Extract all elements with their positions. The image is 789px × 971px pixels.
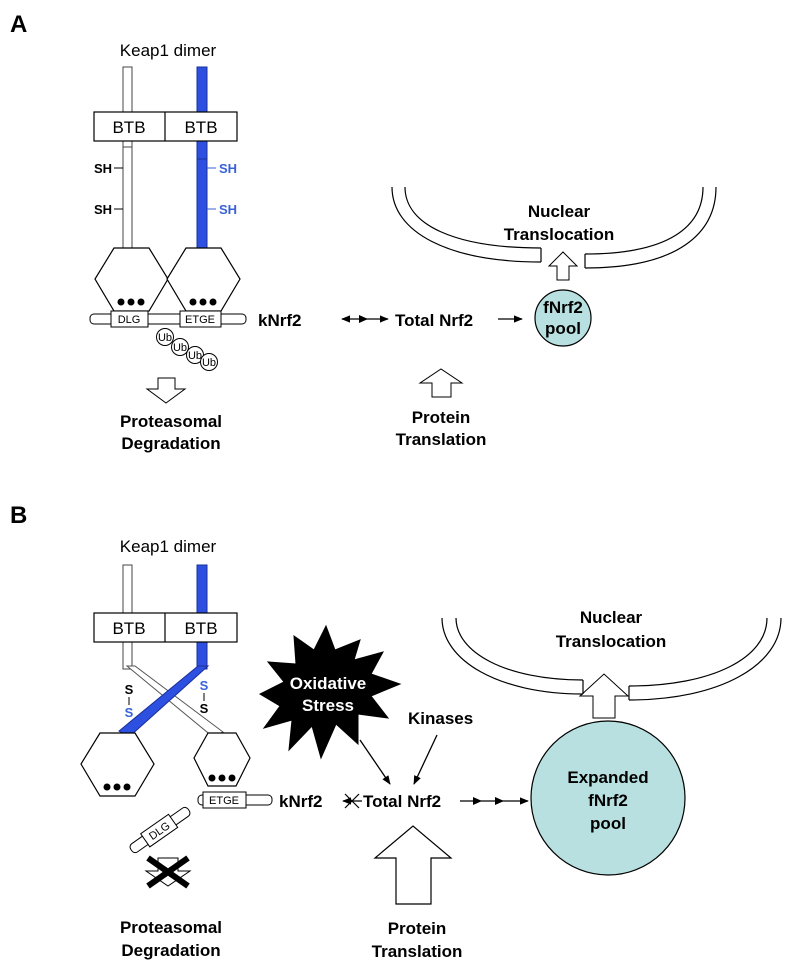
- s-label-2-b: S: [125, 705, 134, 720]
- etge-label-a: ETGE: [185, 314, 215, 326]
- panel-a: A Keap1 dimer BTB BTB SH SH SH SH DLG ET…: [10, 11, 717, 453]
- sh-label-left-2-a: SH: [94, 202, 112, 217]
- panel-b-letter: B: [10, 502, 27, 529]
- nuclear-label-a: Nuclear: [528, 202, 591, 221]
- kinases-label: Kinases: [408, 709, 473, 728]
- pool-label-1-b: Expanded: [567, 768, 648, 787]
- translocation-arrow-b: [578, 673, 630, 719]
- translocation-label-a: Translocation: [504, 225, 615, 244]
- panel-a-letter: A: [10, 11, 27, 38]
- protein-translation-arrow-a: [418, 368, 464, 398]
- ub-label-1-a: Ub: [158, 332, 172, 344]
- protein-translation-arrow-b: [373, 825, 453, 905]
- dlg-box-a: [110, 310, 149, 328]
- ub-label-2-a: Ub: [173, 342, 187, 354]
- pool-label-2-a: pool: [545, 319, 581, 338]
- pool-label-2-b: fNrf2: [588, 791, 628, 810]
- oxidative-label-2: Stress: [302, 696, 354, 715]
- translocation-label-b: Translocation: [556, 632, 667, 651]
- proteasomal-label-b: Proteasomal: [120, 918, 222, 937]
- btb-left-label-a: BTB: [112, 118, 145, 137]
- block-cross-2-b: [146, 855, 190, 889]
- ub-label-4-a: Ub: [202, 357, 216, 369]
- keap1-right-crossed-b: [118, 665, 210, 738]
- etge-label-b: ETGE: [209, 795, 239, 807]
- nuclear-envelope-right-outer-b: [628, 617, 782, 701]
- expanded-fnrf2-pool: [530, 720, 686, 876]
- knrf2-label-b: kNrf2: [279, 792, 322, 811]
- translation-label-b: Translation: [372, 942, 463, 961]
- knrf2-label-a: kNrf2: [258, 311, 301, 330]
- panel-b: B Keap1 dimer BTB BTB S S S S ETGE: [10, 502, 782, 961]
- s-label-1-b: S: [125, 682, 134, 697]
- protein-label-b: Protein: [388, 919, 447, 938]
- keap1-left-stalk-a: [122, 66, 133, 253]
- total-nrf2-label-b: Total Nrf2: [363, 792, 441, 811]
- kelch-hexagon-left-b: [80, 732, 155, 797]
- protein-label-a: Protein: [412, 408, 471, 427]
- nuclear-envelope-left-outer-b: [441, 617, 584, 695]
- etge-box-b: [202, 791, 247, 809]
- s-label-4-b: S: [200, 701, 209, 716]
- btb-left-label-b: BTB: [112, 619, 145, 638]
- s-label-3-b: S: [200, 678, 209, 693]
- oxidative-label-1: Oxidative: [290, 674, 367, 693]
- degradation-label-b: Degradation: [121, 941, 220, 960]
- sh-label-right-2-a: SH: [219, 202, 237, 217]
- stress-to-nrf2-arrow: [359, 739, 391, 785]
- sh-label-right-1-a: SH: [219, 161, 237, 176]
- btb-right-label-b: BTB: [184, 619, 217, 638]
- kelch-hexagon-right-b: [193, 732, 251, 787]
- proteasomal-label-a: Proteasomal: [120, 412, 222, 431]
- translocation-arrow-a: [547, 251, 579, 281]
- fnrf2-pool-a: [534, 289, 592, 347]
- nuclear-envelope-right-outer-a: [584, 186, 717, 269]
- oxidative-stress-burst: [258, 624, 402, 760]
- ub-label-3-a: Ub: [188, 350, 202, 362]
- dlg-label-a: DLG: [118, 314, 141, 326]
- translation-label-a: Translation: [396, 430, 487, 449]
- btb-right-label-a: BTB: [184, 118, 217, 137]
- pool-label-3-b: pool: [590, 814, 626, 833]
- pool-label-1-a: fNrf2: [543, 298, 583, 317]
- etge-box-a: [179, 310, 222, 328]
- nuclear-label-b: Nuclear: [580, 608, 643, 627]
- keap1-left-crossed-b: [125, 665, 224, 738]
- keap1-dimer-title-b: Keap1 dimer: [120, 537, 217, 556]
- keap1-dimer-title-a: Keap1 dimer: [120, 41, 217, 60]
- degradation-label-a: Degradation: [121, 434, 220, 453]
- total-nrf2-label-a: Total Nrf2: [395, 311, 473, 330]
- kelch-hexagon-left-a: [94, 247, 169, 312]
- nuclear-envelope-left-outer-a: [391, 186, 542, 263]
- dlg-dangling-b: DLG: [129, 806, 191, 854]
- degradation-arrow-a: [145, 377, 187, 404]
- sh-label-left-1-a: SH: [94, 161, 112, 176]
- kinases-to-nrf2-arrow: [413, 734, 438, 785]
